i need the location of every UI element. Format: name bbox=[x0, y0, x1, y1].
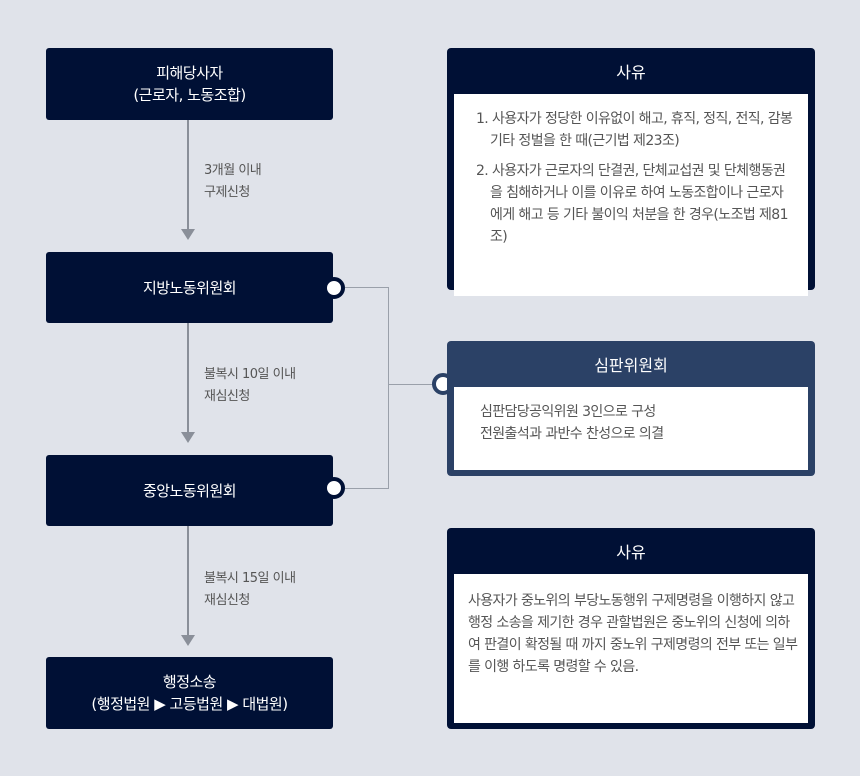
arrow-2 bbox=[181, 323, 195, 443]
transition-3-line1: 불복시 15일 이내 bbox=[204, 571, 296, 586]
step-victim-subtitle: (근로자, 노동조합) bbox=[133, 86, 246, 104]
transition-note-2: 불복시 10일 이내 재심신청 bbox=[204, 364, 296, 408]
reason-item: 2. 사용자가 근로자의 단결권, 단체교섭권 및 단체행동권을 침해하거나 이… bbox=[476, 160, 794, 248]
committee-card: 심판위원회 심판담당공익위원 3인으로 구성 전원출석과 과반수 찬성으로 의결 bbox=[447, 341, 815, 476]
transition-3-line2: 재심신청 bbox=[204, 593, 250, 608]
transition-1-line1: 3개월 이내 bbox=[204, 163, 262, 178]
transition-note-3: 불복시 15일 이내 재심신청 bbox=[204, 568, 296, 612]
connector-dot bbox=[323, 477, 345, 499]
transition-1-line2: 구제신청 bbox=[204, 185, 250, 200]
committee-card-title: 심판위원회 bbox=[594, 356, 668, 375]
transition-note-1: 3개월 이내 구제신청 bbox=[204, 160, 262, 204]
step-victim-title: 피해당사자 bbox=[156, 64, 223, 82]
connector-line bbox=[388, 384, 438, 385]
reason-card-1: 사유 1. 사용자가 정당한 이유없이 해고, 휴직, 정직, 전직, 감봉 기… bbox=[447, 48, 815, 296]
connector-dot bbox=[323, 277, 345, 299]
reason-card-1-title: 사유 bbox=[616, 63, 646, 82]
arrow-3 bbox=[181, 526, 195, 646]
step-central-title: 중앙노동위원회 bbox=[142, 481, 237, 500]
reason-item: 1. 사용자가 정당한 이유없이 해고, 휴직, 정직, 전직, 감봉 기타 정… bbox=[476, 108, 794, 152]
transition-2-line1: 불복시 10일 이내 bbox=[204, 367, 296, 382]
reason-card-2: 사유 사용자가 중노위의 부당노동행위 구제명령을 이행하지 않고 행정 소송을… bbox=[447, 528, 815, 729]
item-text: 사용자가 근로자의 단결권, 단체교섭권 및 단체행동권을 침해하거나 이를 이… bbox=[490, 163, 788, 245]
committee-card-body: 심판담당공익위원 3인으로 구성 전원출석과 과반수 찬성으로 의결 bbox=[454, 387, 808, 470]
step-central-commission: 중앙노동위원회 bbox=[46, 455, 333, 526]
item-number: 1. bbox=[476, 111, 489, 127]
arrow-1 bbox=[181, 120, 195, 240]
step-litigation-subtitle: (행정법원 ▶ 고등법원 ▶ 대법원) bbox=[91, 695, 288, 713]
committee-line-2: 전원출석과 과반수 찬성으로 의결 bbox=[480, 426, 664, 442]
step-regional-commission: 지방노동위원회 bbox=[46, 252, 333, 323]
step-regional-title: 지방노동위원회 bbox=[142, 278, 237, 297]
connector-line bbox=[345, 287, 389, 288]
reason-card-2-body: 사용자가 중노위의 부당노동행위 구제명령을 이행하지 않고 행정 소송을 제기… bbox=[454, 574, 808, 723]
transition-2-line2: 재심신청 bbox=[204, 389, 250, 404]
connector-line bbox=[345, 488, 389, 489]
committee-line-1: 심판담당공익위원 3인으로 구성 bbox=[480, 404, 656, 420]
step-administrative-litigation: 행정소송 (행정법원 ▶ 고등법원 ▶ 대법원) bbox=[46, 657, 333, 729]
item-number: 2. bbox=[476, 163, 489, 179]
step-litigation-title: 행정소송 bbox=[162, 673, 217, 691]
reason-card-2-title: 사유 bbox=[616, 543, 646, 562]
reason-card-1-body: 1. 사용자가 정당한 이유없이 해고, 휴직, 정직, 전직, 감봉 기타 정… bbox=[454, 94, 808, 296]
connector-line bbox=[388, 287, 389, 489]
item-text: 사용자가 정당한 이유없이 해고, 휴직, 정직, 전직, 감봉 기타 정벌을 … bbox=[490, 111, 793, 149]
step-victim: 피해당사자 (근로자, 노동조합) bbox=[46, 48, 333, 120]
